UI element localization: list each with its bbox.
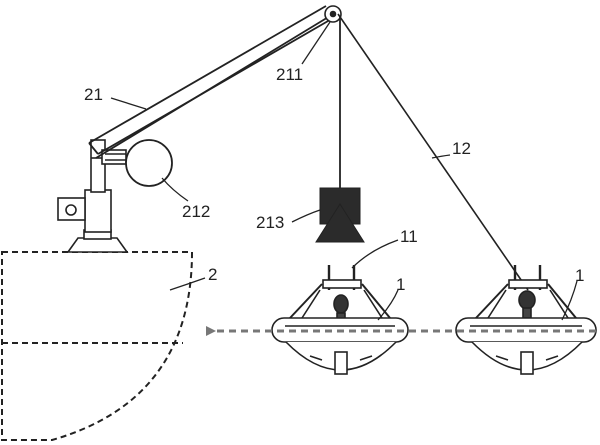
label-vehicle-left: 1 — [396, 275, 405, 294]
label-cable: 12 — [452, 139, 471, 158]
cable-12 — [337, 13, 529, 291]
label-pulley: 211 — [276, 65, 303, 84]
label-vehicle-right: 1 — [575, 266, 584, 285]
crane-arm — [88, 5, 336, 159]
vehicle-left — [271, 265, 409, 375]
ship-hull — [1, 251, 194, 441]
label-hook: 11 — [400, 227, 418, 246]
crane-base — [57, 139, 129, 253]
pulley — [324, 5, 342, 23]
label-ship: 2 — [208, 265, 217, 284]
label-weight: 213 — [256, 213, 284, 232]
motor-drum — [125, 139, 173, 187]
counterweight — [315, 187, 365, 243]
label-arm: 21 — [84, 85, 103, 104]
label-motor: 212 — [182, 202, 210, 221]
leader-lines — [110, 21, 578, 321]
